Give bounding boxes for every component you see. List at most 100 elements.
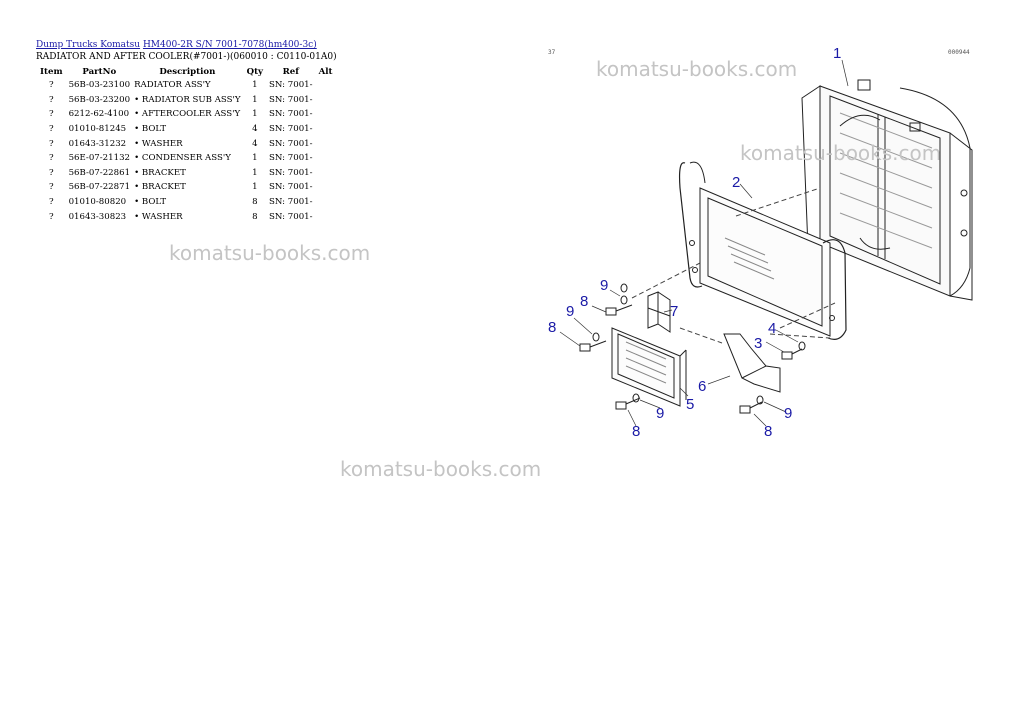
callout-9: 9 xyxy=(566,303,574,320)
cell-ref: SN: 7001- xyxy=(269,94,313,105)
table-row: ? 56E-07-21132 • CONDENSER ASS'Y 1 SN: 7… xyxy=(36,151,336,166)
callout-1: 1 xyxy=(833,45,841,62)
table-row: ? 56B-03-23200 • RADIATOR SUB ASS'Y 1 SN… xyxy=(36,93,336,108)
aftercooler-assembly xyxy=(678,161,847,340)
callout-8: 8 xyxy=(764,423,772,440)
cell-description: • BOLT xyxy=(134,124,167,135)
cell-qty: 1 xyxy=(252,182,258,193)
page-title: RADIATOR AND AFTER COOLER(#7001-)(060010… xyxy=(36,52,337,62)
table-row: ? 56B-03-23100 RADIATOR ASS'Y 1 SN: 7001… xyxy=(36,78,336,93)
cell-partno: 56B-07-22861 xyxy=(68,167,131,178)
cell-qty: 8 xyxy=(252,197,258,208)
cell-alt xyxy=(315,136,337,151)
cell-alt xyxy=(315,195,337,210)
callout-4: 4 xyxy=(768,320,776,337)
cell-description: • WASHER xyxy=(134,138,183,149)
cell-item: ? xyxy=(48,94,54,105)
drawing-code: 000944 xyxy=(948,49,970,56)
callout-8: 8 xyxy=(580,293,588,310)
table-row: ? 6212-62-4100 • AFTERCOOLER ASS'Y 1 SN:… xyxy=(36,107,336,122)
cell-partno: 56B-03-23100 xyxy=(68,80,131,91)
cell-qty: 4 xyxy=(252,138,258,149)
leader-lines xyxy=(559,59,849,427)
cell-qty: 4 xyxy=(252,124,258,135)
col-header-alt: Alt xyxy=(318,67,333,77)
breadcrumb-link-model[interactable]: HM400-2R S/N 7001-7078(hm400-3c) xyxy=(142,40,317,50)
cell-alt xyxy=(315,122,337,137)
cell-item: ? xyxy=(48,182,54,193)
cell-description: • AFTERCOOLER ASS'Y xyxy=(134,109,241,120)
cell-item: ? xyxy=(48,138,54,149)
callout-2: 2 xyxy=(732,174,740,191)
table-row: ? 01643-31232 • WASHER 4 SN: 7001- xyxy=(36,136,336,151)
cell-ref: SN: 7001- xyxy=(269,153,313,164)
cell-description: • RADIATOR SUB ASS'Y xyxy=(134,94,241,105)
callout-7: 7 xyxy=(670,303,678,320)
radiator-assembly xyxy=(801,79,973,301)
cell-alt xyxy=(315,93,337,108)
callout-9: 9 xyxy=(600,277,608,294)
watermark-text: komatsu-books.com xyxy=(596,57,798,81)
watermark-text: komatsu-books.com xyxy=(169,241,371,265)
washer-icon xyxy=(632,393,640,403)
callout-5: 5 xyxy=(686,396,694,413)
cell-partno: 56B-07-22871 xyxy=(68,182,131,193)
callout-8: 8 xyxy=(632,423,640,440)
washer-icon xyxy=(798,341,806,351)
washer-icon xyxy=(620,283,628,293)
washer-icon xyxy=(756,395,764,405)
cell-item: ? xyxy=(48,124,54,135)
cell-item: ? xyxy=(48,80,54,91)
cell-ref: SN: 7001- xyxy=(269,124,313,135)
cell-alt xyxy=(315,209,337,224)
callout-6: 6 xyxy=(698,378,706,395)
cell-alt xyxy=(315,78,337,93)
cell-ref: SN: 7001- xyxy=(269,138,313,149)
bolt-icon xyxy=(605,304,633,316)
cell-item: ? xyxy=(48,109,54,120)
col-header-qty: Qty xyxy=(246,67,264,77)
col-header-ref: Ref xyxy=(282,67,299,77)
assembly-lines xyxy=(631,187,836,344)
table-header-row: Item PartNo Description Qty Ref Alt xyxy=(36,66,336,78)
cell-ref: SN: 7001- xyxy=(269,80,313,91)
cell-ref: SN: 7001- xyxy=(269,109,313,120)
callout-3: 3 xyxy=(754,335,762,352)
bolt-icon xyxy=(781,348,803,360)
cell-partno: 56B-03-23200 xyxy=(68,94,131,105)
cell-item: ? xyxy=(48,197,54,208)
watermark-text: komatsu-books.com xyxy=(340,457,542,481)
parts-table: Item PartNo Description Qty Ref Alt ? 56… xyxy=(36,66,336,224)
cell-description: • BRACKET xyxy=(134,182,186,193)
cell-qty: 1 xyxy=(252,167,258,178)
callout-9: 9 xyxy=(784,405,792,422)
table-row: ? 01010-81245 • BOLT 4 SN: 7001- xyxy=(36,122,336,137)
cell-description: • CONDENSER ASS'Y xyxy=(134,153,231,164)
bracket-upper xyxy=(647,291,671,333)
cell-description: • BOLT xyxy=(134,197,167,208)
breadcrumb: Dump Trucks Komatsu HM400-2R S/N 7001-70… xyxy=(36,40,317,50)
table-row: ? 01643-30823 • WASHER 8 SN: 7001- xyxy=(36,209,336,224)
cell-partno: 01010-80820 xyxy=(68,197,127,208)
cell-partno: 6212-62-4100 xyxy=(68,109,130,120)
cell-alt xyxy=(315,180,337,195)
cell-description: • BRACKET xyxy=(134,167,186,178)
cell-ref: SN: 7001- xyxy=(269,211,313,222)
breadcrumb-link-dump-trucks[interactable]: Dump Trucks Komatsu xyxy=(36,40,141,50)
cell-description: • WASHER xyxy=(134,211,183,222)
col-header-description: Description xyxy=(159,67,216,77)
bolt-icon xyxy=(615,397,641,410)
cell-qty: 1 xyxy=(252,80,258,91)
parts-diagram: 3 7 000944 xyxy=(548,45,973,440)
col-header-partno: PartNo xyxy=(82,67,117,77)
cell-partno: 01643-31232 xyxy=(68,138,127,149)
hardware xyxy=(579,283,806,414)
cell-alt xyxy=(315,166,337,181)
cell-ref: SN: 7001- xyxy=(269,197,313,208)
cell-description: RADIATOR ASS'Y xyxy=(134,80,211,91)
cell-alt xyxy=(315,151,337,166)
washer-icon xyxy=(592,332,600,342)
callout-9: 9 xyxy=(656,405,664,422)
cell-partno: 01643-30823 xyxy=(68,211,127,222)
cell-qty: 1 xyxy=(252,109,258,120)
